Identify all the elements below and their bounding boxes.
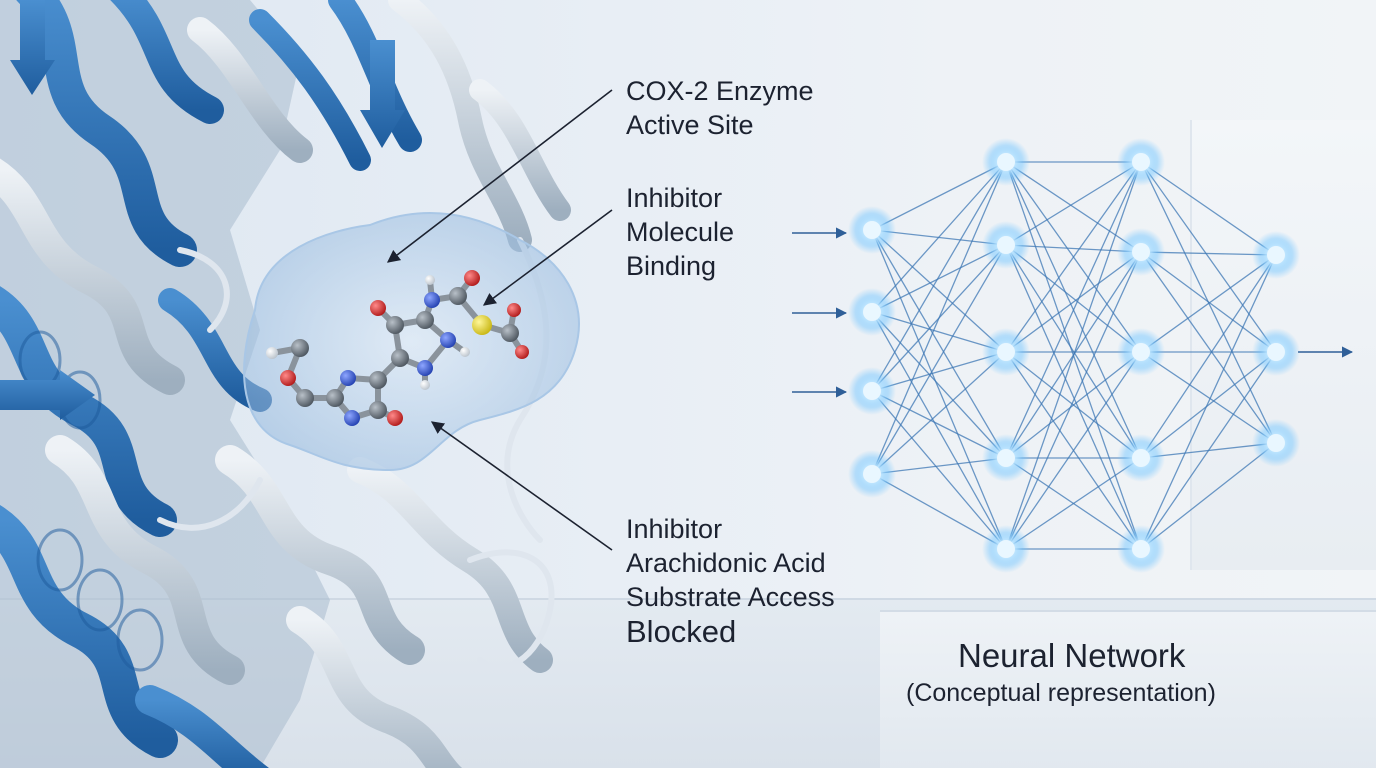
network-connection [1005,161,1142,353]
label-active-site: COX-2 Enzyme Active Site [626,74,814,142]
network-connection [1005,161,1142,459]
neuron-node [1252,328,1300,376]
network-connection [871,473,1007,550]
label-active-site-line-2: Active Site [626,110,754,140]
network-connection [871,244,1007,475]
network-connection [871,311,1007,459]
label-active-site-line-1: COX-2 Enzyme [626,76,814,106]
label-inhibitor-binding-line-2: Molecule [626,217,735,247]
network-connection [1140,251,1277,353]
neuron-node [848,206,896,254]
neuron-node [848,450,896,498]
protein-ribbon-structure [0,0,571,768]
network-subtitle: (Conceptual representation) [906,679,1216,707]
network-neurons [848,138,1300,573]
network-io-arrows [792,227,1354,398]
neuron-node [1117,328,1165,376]
network-connection [1005,161,1142,246]
network-connection [1140,251,1277,444]
network-connection [871,229,1007,459]
neuron-node [1252,231,1300,279]
neuron-node [848,367,896,415]
network-connection [1140,351,1277,444]
neuron-node [1117,138,1165,186]
network-connection [871,390,1007,459]
network-connection [871,161,1007,313]
callout-pointers [386,89,613,551]
label-substrate-blocked-line-4: Blocked [626,614,737,649]
network-connection [871,390,1007,550]
network-connection [1140,254,1277,353]
neuron-node [982,221,1030,269]
background-counter-edge [0,598,1376,601]
neuron-node [1252,419,1300,467]
network-connection [1140,254,1277,459]
network-connection [871,311,1007,550]
network-title: Neural Network [958,637,1186,674]
network-connection [871,351,1007,475]
neuron-node [1117,434,1165,482]
network-connection [1005,457,1142,550]
neuron-node [982,328,1030,376]
network-connection [1005,251,1142,353]
neuron-node [848,288,896,336]
label-substrate-blocked: Inhibitor Arachidonic Acid Substrate Acc… [626,512,835,650]
network-connection [1005,351,1142,459]
binding-pocket-surface [243,212,580,472]
label-inhibitor-binding: Inhibitor Molecule Binding [626,181,734,283]
network-connection [1140,442,1277,550]
network-connection [1140,254,1277,550]
network-connection [1005,351,1142,550]
network-connection [871,244,1007,313]
network-connection [871,161,1007,392]
label-inhibitor-binding-line-1: Inhibitor [626,183,723,213]
neuron-node [982,525,1030,573]
label-inhibitor-binding-line-3: Binding [626,251,717,281]
background-cabinet [880,610,1376,768]
network-connection [1005,161,1142,550]
pointer-active-site [386,89,613,263]
label-substrate-blocked-line-2: Arachidonic Acid [626,548,826,578]
network-connection [1140,161,1277,353]
neuron-node [982,434,1030,482]
network-connection [1005,244,1142,353]
network-connection [1140,161,1277,256]
network-connection [1140,351,1277,459]
neuron-node [1117,525,1165,573]
network-connection [871,161,1007,231]
network-connection [1005,161,1142,253]
network-connection [1005,251,1142,550]
network-connection [871,161,1007,475]
network-connection [871,229,1007,550]
network-connection [1140,351,1277,550]
pointer-substrate-blocked [430,421,613,551]
inhibitor-molecule [266,270,529,426]
pointer-inhibitor-binding [482,209,613,306]
label-substrate-blocked-line-3: Substrate Access [626,582,835,612]
neuron-node [1117,228,1165,276]
network-connection [1005,244,1142,550]
label-substrate-blocked-line-1: Inhibitor [626,514,723,544]
neuron-node [982,138,1030,186]
network-connections [871,161,1277,550]
network-connection [871,229,1007,353]
